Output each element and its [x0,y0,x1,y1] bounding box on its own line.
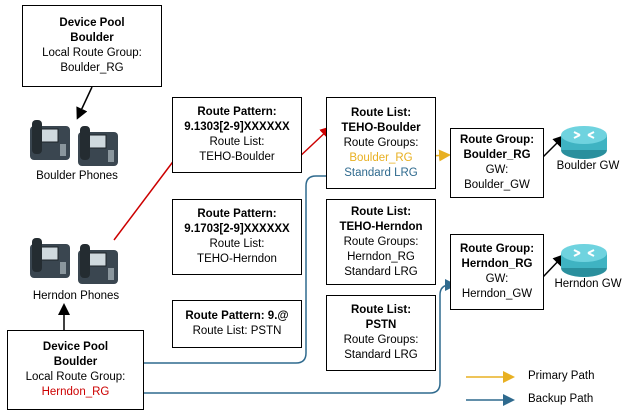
route-list-value: TEHO-Boulder [199,151,275,163]
route-group-title: Route Group: [459,243,535,255]
device-pool-name: Boulder [53,356,98,368]
backup-path-to-device-pool [117,175,344,369]
route-list-label: Route List: PSTN [192,325,282,337]
route-list-title: Route List: [350,205,412,218]
device-pool-title: Device Pool [42,341,109,353]
route-group-boulder-box: Route Group: Boulder_RG GW: Boulder_GW [450,128,544,198]
route-pattern-value: 9.1703[2-9]XXXXXX [184,223,290,235]
route-pattern-title: Route Pattern: [197,208,277,220]
route-group-standard-lrg: Standard LRG [344,349,418,361]
route-list-name: TEHO-Herndon [339,220,423,233]
route-pattern-value: 9.1303[2-9]XXXXXX [184,121,290,133]
route-list-teho-boulder-box: Route List: TEHO-Boulder Route Groups: B… [326,97,436,189]
route-pattern-title: Route Pattern: [197,106,277,118]
local-route-group-value: Herndon_RG [41,386,110,398]
herndon-gw-label: Herndon GW [554,278,622,290]
route-pattern-teho-boulder-box: Route Pattern: 9.1303[2-9]XXXXXX Route L… [172,97,302,173]
gateway-value: Herndon_GW [461,288,533,300]
route-group-title: Route Group: [459,134,535,146]
route-groups-label: Route Groups: [343,235,419,248]
route-group-primary: Herndon_RG [347,250,415,263]
route-group-name: Herndon_RG [461,258,533,270]
legend-backup-label: Backup Path [528,393,594,405]
local-route-group-label: Local Route Group: [42,47,142,59]
route-list-teho-herndon-box: Route List: TEHO-Herndon Route Groups: H… [326,199,436,285]
gateway-value: Boulder_GW [464,179,530,191]
arrow-route-group-to-boulder-gw [542,134,566,158]
route-list-label: Route List: [209,136,265,148]
boulder-phones-label: Boulder Phones [36,170,118,182]
backup-path-to-herndon-rg [120,279,457,394]
device-pool-title: Device Pool [59,17,125,29]
gateway-label: GW: [485,164,509,176]
route-groups-label: Route Groups: [343,136,419,149]
device-pool-boulder-box: Device Pool Boulder Local Route Group: B… [22,5,162,87]
route-groups-label: Route Groups: [343,334,419,346]
route-group-herndon-box: Route Group: Herndon_RG GW: Herndon_GW [450,234,544,310]
route-list-name: PSTN [365,319,397,331]
route-list-title: Route List: [350,106,412,119]
route-list-value: TEHO-Herndon [197,253,277,265]
route-pattern-teho-herndon-box: Route Pattern: 9.1703[2-9]XXXXXX Route L… [172,199,302,275]
boulder-gw-label: Boulder GW [556,160,620,172]
gateway-label: GW: [485,273,509,285]
local-route-group-value: Boulder_RG [60,62,124,74]
device-pool-name: Boulder [70,32,114,44]
arrow-devicepool-to-boulder-phones [76,86,93,120]
device-pool-herndon-box: Device Pool Boulder Local Route Group: H… [7,330,144,410]
route-group-standard-lrg: Standard LRG [344,265,418,278]
legend-primary-label: Primary Path [528,370,595,382]
route-pattern-pstn-box: Route Pattern: 9.@ Route List: PSTN [172,300,302,348]
route-group-standard-lrg: Standard LRG [344,166,418,179]
route-list-name: TEHO-Boulder [341,121,421,134]
route-group-name: Boulder_RG [463,149,531,161]
route-pattern-title: Route Pattern: 9.@ [185,310,289,322]
route-list-label: Route List: [209,238,265,250]
route-group-primary: Boulder_RG [349,151,413,164]
arrow-route-group-to-herndon-gw [542,253,566,278]
herndon-phones-label: Herndon Phones [32,290,120,302]
local-route-group-label: Local Route Group: [25,371,126,383]
route-list-title: Route List: [350,304,412,316]
route-list-pstn-box: Route List: PSTN Route Groups: Standard … [326,295,436,371]
